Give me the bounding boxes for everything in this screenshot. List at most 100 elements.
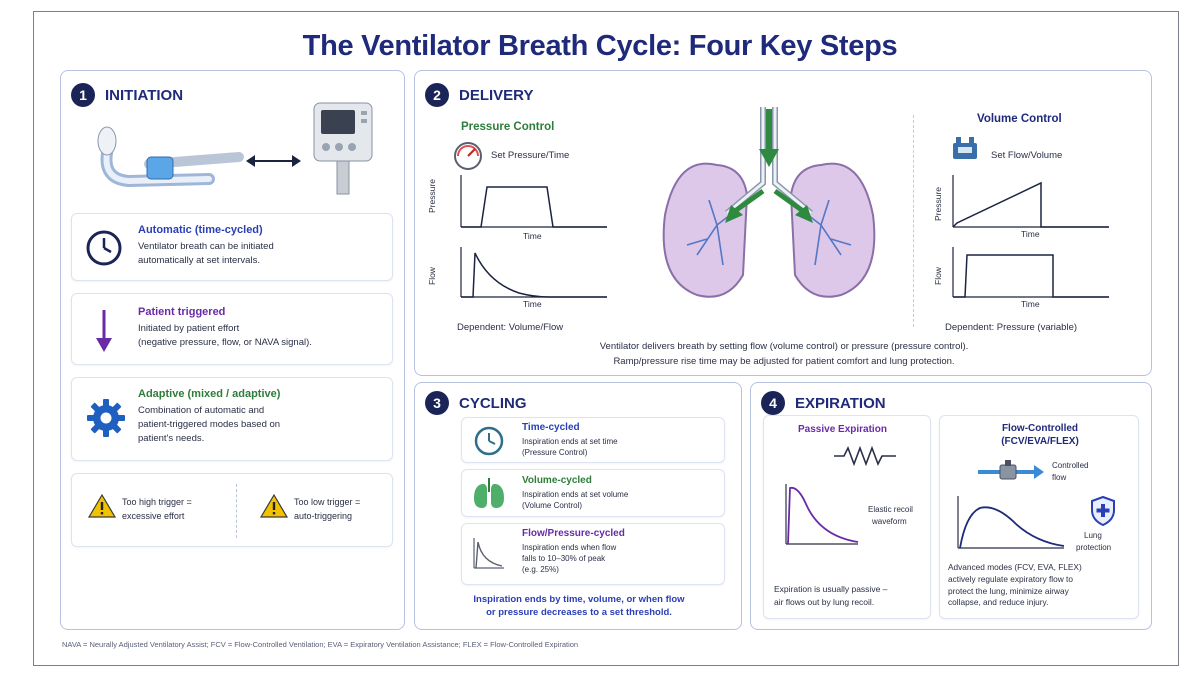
automatic-desc-1: Ventilator breath can be initiated bbox=[138, 241, 274, 252]
pc-set-label: Set Pressure/Time bbox=[491, 150, 570, 161]
panel-cycling: 3 CYCLING Time-cycled Inspiration ends a… bbox=[414, 382, 742, 630]
cycling-title: CYCLING bbox=[459, 394, 527, 412]
pc-pressure-waveform bbox=[460, 175, 607, 228]
recoil-label-1: Elastic recoil bbox=[868, 505, 913, 514]
passive-heading: Passive Expiration bbox=[798, 424, 887, 435]
flow-controlled-desc-3: protect the lung, minimize airway bbox=[948, 585, 1069, 596]
delivery-divider bbox=[913, 115, 914, 327]
delivery-header: 2 DELIVERY bbox=[425, 83, 533, 107]
cycling-note-1: Inspiration ends by time, volume, or whe… bbox=[473, 594, 685, 605]
card-automatic: Automatic (time-cycled) Ventilator breat… bbox=[71, 213, 393, 281]
adaptive-desc-1: Combination of automatic and bbox=[138, 405, 265, 416]
card-trigger-warnings: Too high trigger = excessive effort Too … bbox=[71, 473, 393, 547]
automatic-desc-2: automatically at set intervals. bbox=[138, 255, 260, 266]
spring-icon bbox=[834, 445, 896, 467]
card-flow-controlled: Flow-Controlled (FCV/EVA/FLEX) Controlle… bbox=[939, 415, 1139, 619]
pc-heading: Pressure Control bbox=[461, 121, 555, 133]
flow-meter-icon bbox=[953, 137, 977, 159]
clock-icon bbox=[474, 426, 504, 456]
warning-divider bbox=[236, 484, 237, 538]
step-number: 1 bbox=[71, 83, 95, 107]
lung-protection-label-2: protection bbox=[1076, 543, 1112, 552]
flow-cycled-desc-1: Inspiration ends when flow bbox=[522, 543, 617, 552]
expiration-header: 4 EXPIRATION bbox=[761, 391, 886, 415]
vc-flow-waveform bbox=[952, 247, 1109, 298]
flow-controlled-heading: Flow-Controlled (FCV/EVA/FLEX) bbox=[940, 422, 1140, 448]
warn-high-line-2: excessive effort bbox=[122, 511, 185, 521]
warn-high-line-1: Too high trigger = bbox=[122, 497, 192, 507]
gear-icon bbox=[87, 399, 125, 437]
warning-icon bbox=[87, 493, 117, 518]
flow-cycled-desc-3: (e.g. 25%) bbox=[522, 565, 559, 574]
patient-desc-2: (negative pressure, flow, or NAVA signal… bbox=[138, 337, 312, 348]
cycling-note-2: or pressure decreases to a set threshold… bbox=[486, 607, 672, 619]
card-volume-cycled: Volume-cycled Inspiration ends at set vo… bbox=[461, 469, 725, 517]
flow-controlled-heading-2: (FCV/EVA/FLEX) bbox=[1001, 436, 1079, 447]
initiation-header: 1 INITIATION bbox=[71, 83, 183, 107]
vc-ylabel-pressure: Pressure bbox=[933, 186, 943, 221]
delivery-note-2: Ramp/pressure rise time may be adjusted … bbox=[613, 356, 955, 367]
lungs-icon bbox=[662, 107, 876, 298]
volume-cycled-heading: Volume-cycled bbox=[522, 475, 592, 486]
flow-cycled-desc-2: falls to 10–30% of peak bbox=[522, 554, 606, 563]
down-arrow-icon bbox=[96, 310, 112, 352]
warning-icon bbox=[259, 493, 289, 518]
double-arrow-icon bbox=[246, 155, 301, 167]
patient-heading: Patient triggered bbox=[138, 306, 226, 318]
shield-icon bbox=[1091, 495, 1115, 527]
ventilator-icon bbox=[313, 102, 373, 195]
passive-desc-2: air flows out by lung recoil. bbox=[774, 597, 875, 607]
step-number: 3 bbox=[425, 391, 449, 415]
clock-icon bbox=[86, 230, 122, 266]
cycling-header: 3 CYCLING bbox=[425, 391, 527, 415]
flow-controlled-desc-2: actively regulate expiratory flow to bbox=[948, 573, 1073, 584]
adaptive-heading: Adaptive (mixed / adaptive) bbox=[138, 388, 281, 400]
controlled-flow-label-1: Controlled bbox=[1052, 461, 1089, 470]
cycling-note: Inspiration ends by time, volume, or whe… bbox=[415, 593, 743, 620]
lung-protection-label-1: Lung bbox=[1084, 531, 1102, 540]
warn-low-line-1: Too low trigger = bbox=[294, 497, 361, 507]
controlled-flow-label-2: flow bbox=[1052, 473, 1067, 482]
time-cycled-desc-2: (Pressure Control) bbox=[522, 448, 588, 457]
vc-pressure-waveform bbox=[952, 175, 1109, 228]
flow-controlled-waveform bbox=[957, 496, 1065, 549]
passive-expiration-waveform bbox=[785, 484, 859, 545]
delivery-note-1: Ventilator delivers breath by setting fl… bbox=[599, 341, 969, 352]
flow-controlled-heading-1: Flow-Controlled bbox=[1001, 423, 1079, 434]
volume-cycled-desc-2: (Volume Control) bbox=[522, 501, 583, 510]
panel-delivery: 2 DELIVERY Pressure Control Set Pressure… bbox=[414, 70, 1152, 376]
pc-xlabel-time: Time bbox=[523, 231, 542, 241]
panel-initiation: 1 INITIATION Automatic (time-cycled) Ven… bbox=[60, 70, 405, 630]
warn-low-line-2: auto-triggering bbox=[294, 511, 353, 521]
automatic-heading: Automatic (time-cycled) bbox=[138, 224, 263, 236]
step-number: 2 bbox=[425, 83, 449, 107]
vc-xlabel-time-2: Time bbox=[1021, 299, 1040, 309]
patient-desc-1: Initiated by patient effort bbox=[138, 323, 240, 334]
delivery-title: DELIVERY bbox=[459, 86, 534, 104]
passive-desc-1: Expiration is usually passive – bbox=[774, 584, 888, 594]
recoil-label-2: waveform bbox=[872, 517, 907, 526]
flow-decay-icon bbox=[473, 538, 504, 569]
flow-controlled-desc-4: collapse, and reduce injury. bbox=[948, 597, 1049, 608]
adaptive-desc-3: patient's needs. bbox=[138, 433, 205, 444]
card-flow-cycled: Flow/Pressure-cycled Inspiration ends wh… bbox=[461, 523, 725, 585]
expiration-title: EXPIRATION bbox=[795, 394, 886, 412]
vc-set-label: Set Flow/Volume bbox=[991, 150, 1063, 161]
vc-ylabel-flow: Flow bbox=[933, 267, 943, 285]
vc-dependent: Dependent: Pressure (variable) bbox=[945, 322, 1078, 333]
pc-flow-waveform bbox=[460, 247, 607, 298]
initiation-title: INITIATION bbox=[105, 86, 184, 104]
page-title: The Ventilator Breath Cycle: Four Key St… bbox=[302, 30, 898, 62]
flow-cycled-heading: Flow/Pressure-cycled bbox=[522, 528, 625, 539]
card-time-cycled: Time-cycled Inspiration ends at set time… bbox=[461, 417, 725, 463]
pc-ylabel-pressure: Pressure bbox=[427, 178, 437, 213]
airway-tube-icon bbox=[97, 126, 244, 188]
time-cycled-desc-1: Inspiration ends at set time bbox=[522, 437, 618, 446]
volume-cycled-desc-1: Inspiration ends at set volume bbox=[522, 490, 629, 499]
flow-controlled-desc: Advanced modes (FCV, EVA, FLEX) actively… bbox=[948, 562, 1082, 609]
footer-abbreviations: NAVA = Neurally Adjusted Ventilatory Ass… bbox=[62, 640, 579, 649]
card-passive-expiration: Passive Expiration Elastic recoil wavefo… bbox=[763, 415, 931, 619]
vc-heading: Volume Control bbox=[977, 113, 1062, 125]
panel-expiration: 4 EXPIRATION Passive Expiration Elastic … bbox=[750, 382, 1152, 630]
step-number: 4 bbox=[761, 391, 785, 415]
